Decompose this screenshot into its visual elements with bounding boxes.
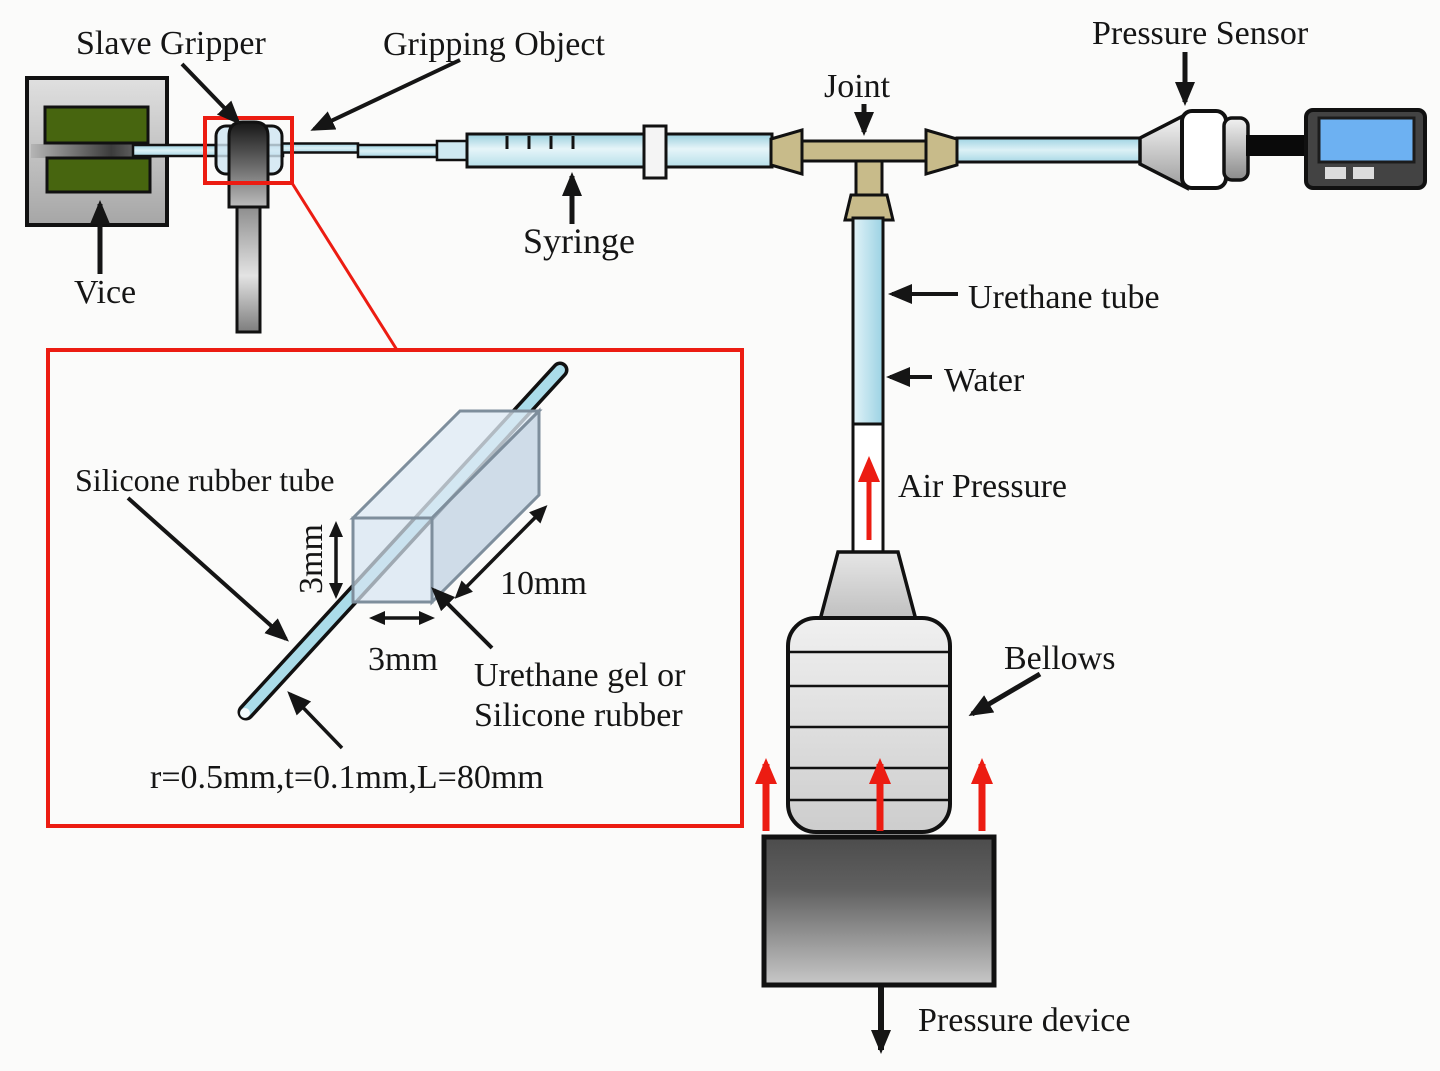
syringe-label: Syringe xyxy=(523,221,635,261)
slave-gripper-label: Slave Gripper xyxy=(76,25,266,62)
dim-width-head-right xyxy=(419,611,435,625)
vice-pad-top xyxy=(43,105,150,145)
sensor-collar xyxy=(1222,116,1250,182)
display-button-1 xyxy=(1325,167,1346,179)
silicone-tube-opening xyxy=(240,708,250,718)
gripping-object-label: Gripping Object xyxy=(383,26,605,63)
needle-hub xyxy=(435,139,469,162)
gel-block-front-face xyxy=(351,516,434,604)
tube-joint-to-sensor xyxy=(955,136,1143,164)
slave-gripper-arrow xyxy=(180,62,241,125)
dim-width-head-left xyxy=(369,611,385,625)
silicone-tube-label-arrow xyxy=(126,496,289,642)
inset-border xyxy=(46,348,744,828)
needle-tube xyxy=(356,143,439,159)
joint-label: Joint xyxy=(824,68,891,105)
bellows-body xyxy=(786,616,952,834)
dim-height-label: 3mm xyxy=(293,524,330,594)
bellows-assembly xyxy=(786,550,952,834)
display-screen xyxy=(1317,116,1416,164)
sensor-cable xyxy=(1246,135,1308,156)
gel-block xyxy=(349,407,543,606)
sensor-cone xyxy=(1138,111,1189,191)
dim-height: 3mm xyxy=(293,521,343,599)
syringe-scale-ticks xyxy=(505,136,575,149)
pressure-device-body xyxy=(761,834,997,988)
gripper-rod-upper xyxy=(227,120,270,209)
display-button-2 xyxy=(1353,167,1374,179)
gel-material-label-arrow xyxy=(431,587,494,650)
joint-vertical-bar xyxy=(854,159,884,197)
pressure-sensor-assembly xyxy=(1138,108,1427,191)
annotations: Slave Gripper Gripping Object Vice Syrin… xyxy=(74,15,1309,1039)
tube-spec-label: r=0.5mm,t=0.1mm,L=80mm xyxy=(150,759,544,796)
air-pressure-label: Air Pressure xyxy=(898,468,1067,505)
vice-pad-bottom xyxy=(45,156,152,194)
dim-length-label: 10mm xyxy=(500,565,587,602)
gripper-rod-lower xyxy=(235,205,262,334)
joint-left-connector xyxy=(769,128,804,176)
joint-bottom-connector xyxy=(843,193,895,222)
inset-detail: 3mm 3mm 10mm Silicone rubber tube Uretha… xyxy=(46,348,744,828)
dim-length-head-right xyxy=(529,505,548,524)
dim-width: 3mm xyxy=(368,611,438,678)
pressure-up-arrows xyxy=(755,758,993,831)
joint-horizontal-bar xyxy=(800,139,928,163)
dim-height-head-top xyxy=(329,521,343,537)
bellows-label: Bellows xyxy=(1004,640,1115,677)
silicone-tube-label: Silicone rubber tube xyxy=(75,462,334,498)
pressure-sensor-label: Pressure Sensor xyxy=(1092,15,1309,52)
syringe-flange xyxy=(642,124,668,180)
sensor-body xyxy=(1180,109,1228,190)
vice-jaw-gap xyxy=(31,144,165,158)
slave-gripper-assembly xyxy=(214,120,284,334)
dim-length-arrow xyxy=(464,515,538,589)
dim-length-head-left xyxy=(454,580,473,599)
bellows-arrow xyxy=(968,671,1042,717)
t-joint xyxy=(769,128,959,222)
syringe-barrel xyxy=(465,132,774,169)
bellows-neck xyxy=(817,550,919,622)
dim-width-label: 3mm xyxy=(368,641,438,678)
gel-material-label-line2: Silicone rubber xyxy=(474,697,683,734)
vice-label: Vice xyxy=(74,274,136,311)
hydraulic-line xyxy=(131,124,774,180)
joint-right-connector xyxy=(924,128,959,176)
pressure-device-label: Pressure device xyxy=(918,1002,1130,1039)
gel-material-label-line1: Urethane gel or xyxy=(474,657,686,694)
gripper-highlight-box xyxy=(203,116,294,185)
dim-height-head-bottom xyxy=(329,583,343,599)
tube-spec-arrow xyxy=(287,691,344,750)
gripping-object-arrow xyxy=(310,58,461,131)
water-label: Water xyxy=(944,362,1025,399)
tube-water-section xyxy=(851,216,885,426)
urethane-tube-label: Urethane tube xyxy=(968,279,1160,316)
dim-length xyxy=(454,505,548,599)
inset-callout-line xyxy=(290,182,399,351)
